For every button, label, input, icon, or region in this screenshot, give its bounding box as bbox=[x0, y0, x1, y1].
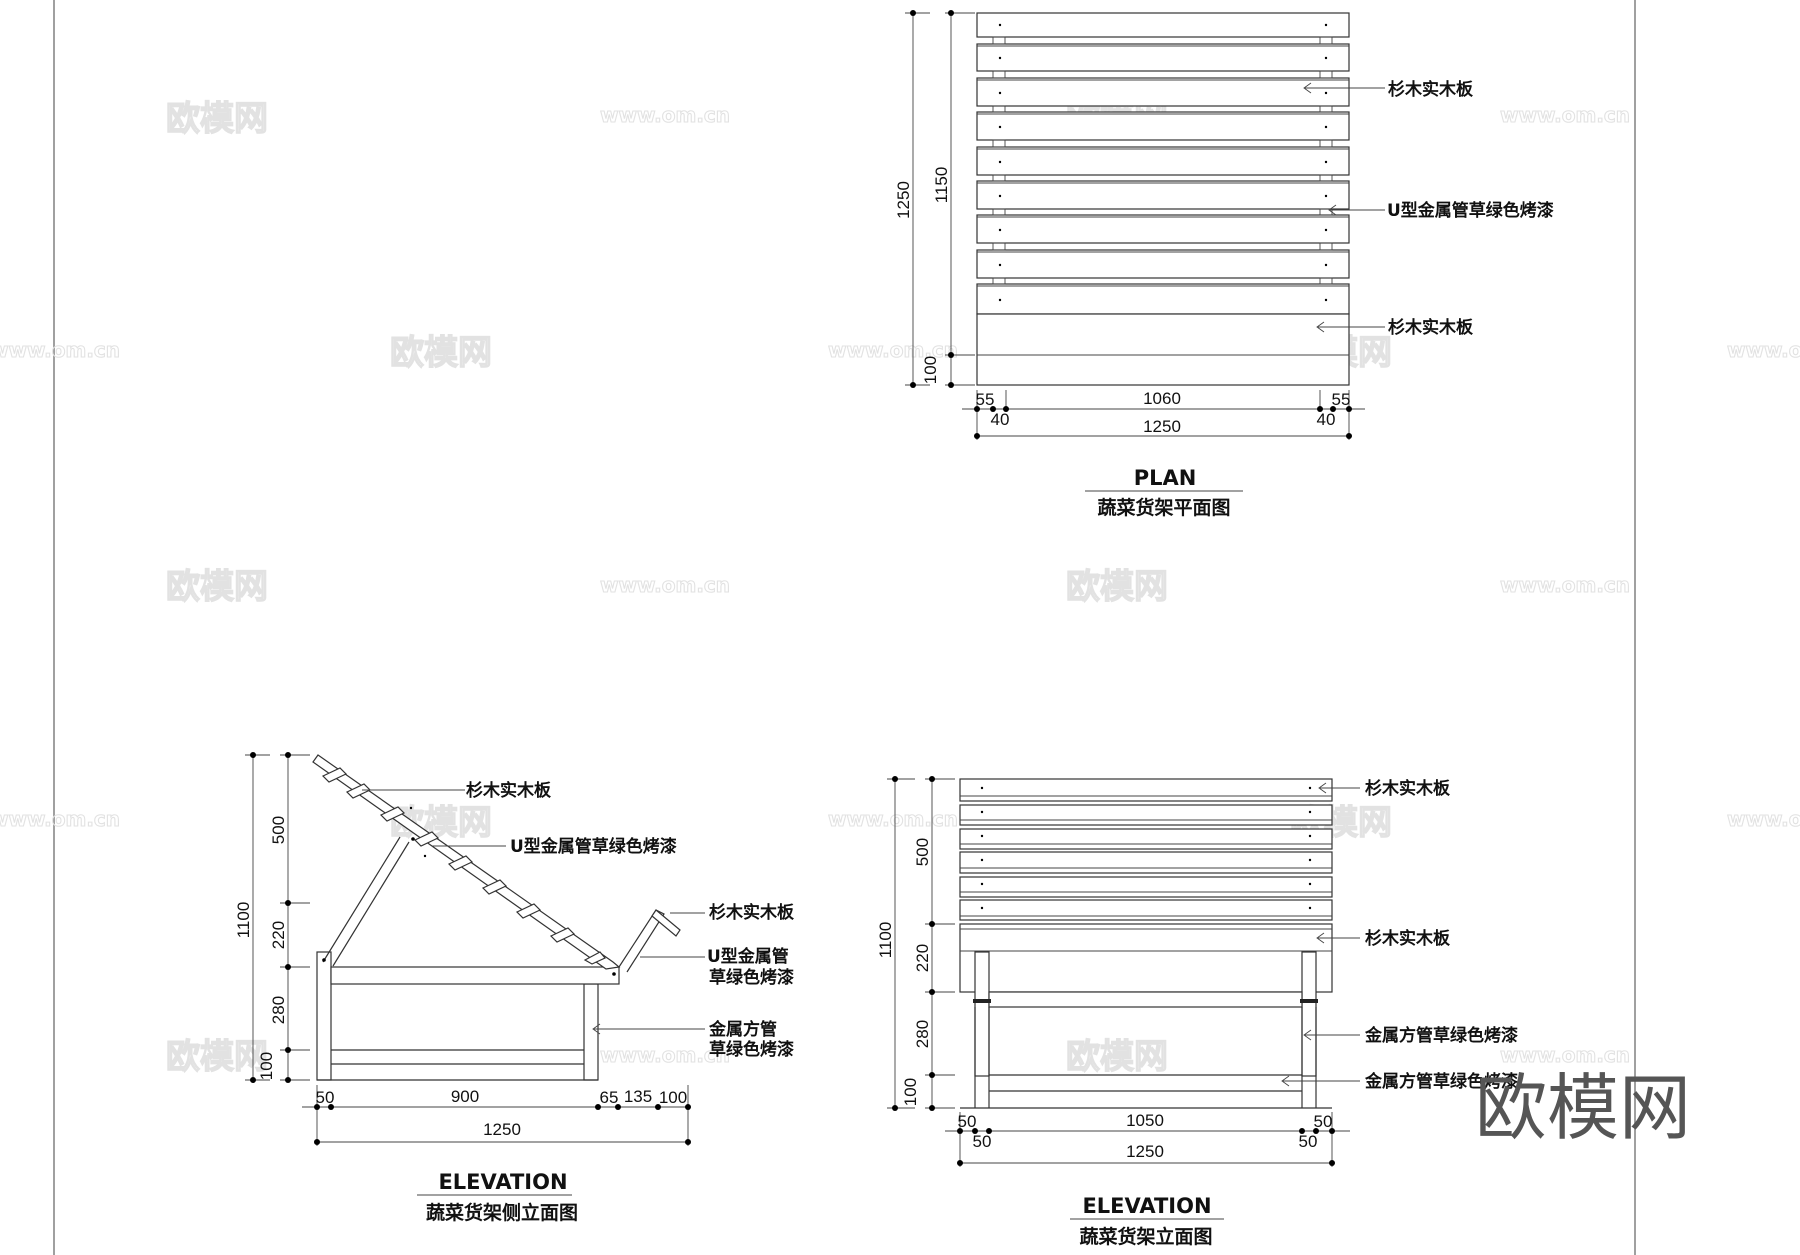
svg-text:欧模网: 欧模网 bbox=[166, 567, 268, 607]
svg-text:金属方管: 金属方管 bbox=[708, 1019, 777, 1040]
svg-text:www.om.cn: www.om.cn bbox=[600, 573, 730, 597]
svg-text:500: 500 bbox=[269, 816, 288, 844]
svg-text:欧模网: 欧模网 bbox=[1066, 1037, 1168, 1077]
svg-text:280: 280 bbox=[269, 996, 288, 1024]
svg-text:1250: 1250 bbox=[1126, 1142, 1164, 1161]
svg-text:U型金属管: U型金属管 bbox=[707, 946, 789, 967]
plan-title-cn: 蔬菜货架平面图 bbox=[1097, 496, 1230, 519]
svg-text:1050: 1050 bbox=[1126, 1111, 1164, 1130]
svg-text:www.om.cn: www.om.cn bbox=[1500, 1043, 1630, 1067]
svg-text:www.om.cn: www.om.cn bbox=[828, 338, 958, 362]
svg-text:65: 65 bbox=[600, 1088, 619, 1107]
svg-text:40: 40 bbox=[1317, 410, 1336, 429]
svg-text:杉木实木板: 杉木实木板 bbox=[1365, 778, 1451, 799]
plan-slats bbox=[976, 12, 1350, 386]
side-elevation-view: 1100 500 220 280 100 50 900 65 135 100 1… bbox=[234, 752, 795, 1224]
svg-text:杉木实木板: 杉木实木板 bbox=[709, 902, 795, 923]
svg-text:www.om.cn: www.om.cn bbox=[600, 1043, 730, 1067]
svg-text:欧模网: 欧模网 bbox=[390, 333, 492, 373]
svg-text:www.om.cn: www.om.cn bbox=[1727, 338, 1800, 362]
svg-text:金属方管草绿色烤漆: 金属方管草绿色烤漆 bbox=[1364, 1025, 1518, 1046]
svg-text:www.om.cn: www.om.cn bbox=[0, 338, 120, 362]
svg-text:50: 50 bbox=[1299, 1132, 1318, 1151]
svg-text:欧模网: 欧模网 bbox=[1066, 567, 1168, 607]
svg-text:金属方管草绿色烤漆: 金属方管草绿色烤漆 bbox=[1364, 1071, 1518, 1092]
plan-label-u-pipe: U型金属管草绿色烤漆 bbox=[1387, 200, 1554, 221]
svg-text:杉木实木板: 杉木实木板 bbox=[1365, 928, 1451, 949]
svg-text:欧模网: 欧模网 bbox=[166, 99, 268, 139]
svg-text:欧模网: 欧模网 bbox=[166, 1037, 268, 1077]
svg-text:www.om.cn: www.om.cn bbox=[1500, 573, 1630, 597]
svg-text:www.om.cn: www.om.cn bbox=[1727, 807, 1800, 831]
svg-text:55: 55 bbox=[976, 390, 995, 409]
svg-text:1250: 1250 bbox=[1143, 417, 1181, 436]
svg-text:50: 50 bbox=[958, 1112, 977, 1131]
plan-title-en: PLAN bbox=[1134, 466, 1197, 490]
watermark-layer: 欧模网 www.om.cn 欧模网 www.om.cn www.om.cn 欧模… bbox=[0, 98, 1800, 1077]
plan-label-fir-board-2: 杉木实木板 bbox=[1388, 317, 1474, 338]
svg-text:280: 280 bbox=[913, 1020, 932, 1048]
svg-text:草绿色烤漆: 草绿色烤漆 bbox=[709, 1039, 794, 1060]
plan-leaders: 杉木实木板 U型金属管草绿色烤漆 杉木实木板 bbox=[1303, 79, 1554, 338]
side-elevation-title-en: ELEVATION bbox=[438, 1170, 567, 1194]
svg-text:220: 220 bbox=[913, 944, 932, 972]
dim-plan-1250-v: 1250 bbox=[894, 181, 913, 219]
plan-horizontal-dims: 55 40 1060 55 40 1250 bbox=[962, 389, 1365, 440]
svg-text:1060: 1060 bbox=[1143, 389, 1181, 408]
plan-view: 1250 1150 100 55 40 1060 55 40 1250 杉木实木… bbox=[894, 10, 1554, 519]
plan-vertical-dims: 1250 1150 100 bbox=[894, 10, 975, 388]
svg-text:220: 220 bbox=[269, 921, 288, 949]
svg-text:www.om.cn: www.om.cn bbox=[1500, 103, 1630, 127]
svg-text:1100: 1100 bbox=[876, 922, 895, 959]
svg-text:www.om.cn: www.om.cn bbox=[0, 807, 120, 831]
plan-label-fir-board-1: 杉木实木板 bbox=[1388, 79, 1474, 100]
svg-text:40: 40 bbox=[991, 410, 1010, 429]
svg-text:55: 55 bbox=[1332, 390, 1351, 409]
svg-text:50: 50 bbox=[316, 1088, 335, 1107]
svg-text:U型金属管草绿色烤漆: U型金属管草绿色烤漆 bbox=[510, 836, 677, 857]
svg-text:100: 100 bbox=[901, 1078, 920, 1106]
svg-text:50: 50 bbox=[973, 1132, 992, 1151]
svg-text:100: 100 bbox=[659, 1088, 687, 1107]
svg-text:1250: 1250 bbox=[483, 1120, 521, 1139]
svg-text:www.om.cn: www.om.cn bbox=[600, 103, 730, 127]
front-elevation-title-cn: 蔬菜货架立面图 bbox=[1079, 1225, 1212, 1248]
svg-text:杉木实木板: 杉木实木板 bbox=[466, 780, 552, 801]
svg-text:900: 900 bbox=[451, 1087, 479, 1106]
svg-text:50: 50 bbox=[1314, 1112, 1333, 1131]
front-elevation-title-en: ELEVATION bbox=[1082, 1194, 1211, 1218]
svg-text:www.om.cn: www.om.cn bbox=[828, 807, 958, 831]
svg-text:135: 135 bbox=[624, 1087, 652, 1106]
svg-text:100: 100 bbox=[257, 1052, 276, 1080]
svg-text:草绿色烤漆: 草绿色烤漆 bbox=[709, 967, 794, 988]
svg-text:1100: 1100 bbox=[234, 902, 253, 939]
dim-plan-1150: 1150 bbox=[932, 167, 951, 204]
svg-text:500: 500 bbox=[913, 838, 932, 866]
front-elevation-view: 1100 500 220 280 100 50 50 1050 50 50 12… bbox=[876, 776, 1518, 1248]
big-watermark-logo: 欧模网 bbox=[1475, 1066, 1691, 1150]
side-elevation-title-cn: 蔬菜货架侧立面图 bbox=[426, 1201, 578, 1224]
dim-plan-100: 100 bbox=[921, 356, 940, 384]
